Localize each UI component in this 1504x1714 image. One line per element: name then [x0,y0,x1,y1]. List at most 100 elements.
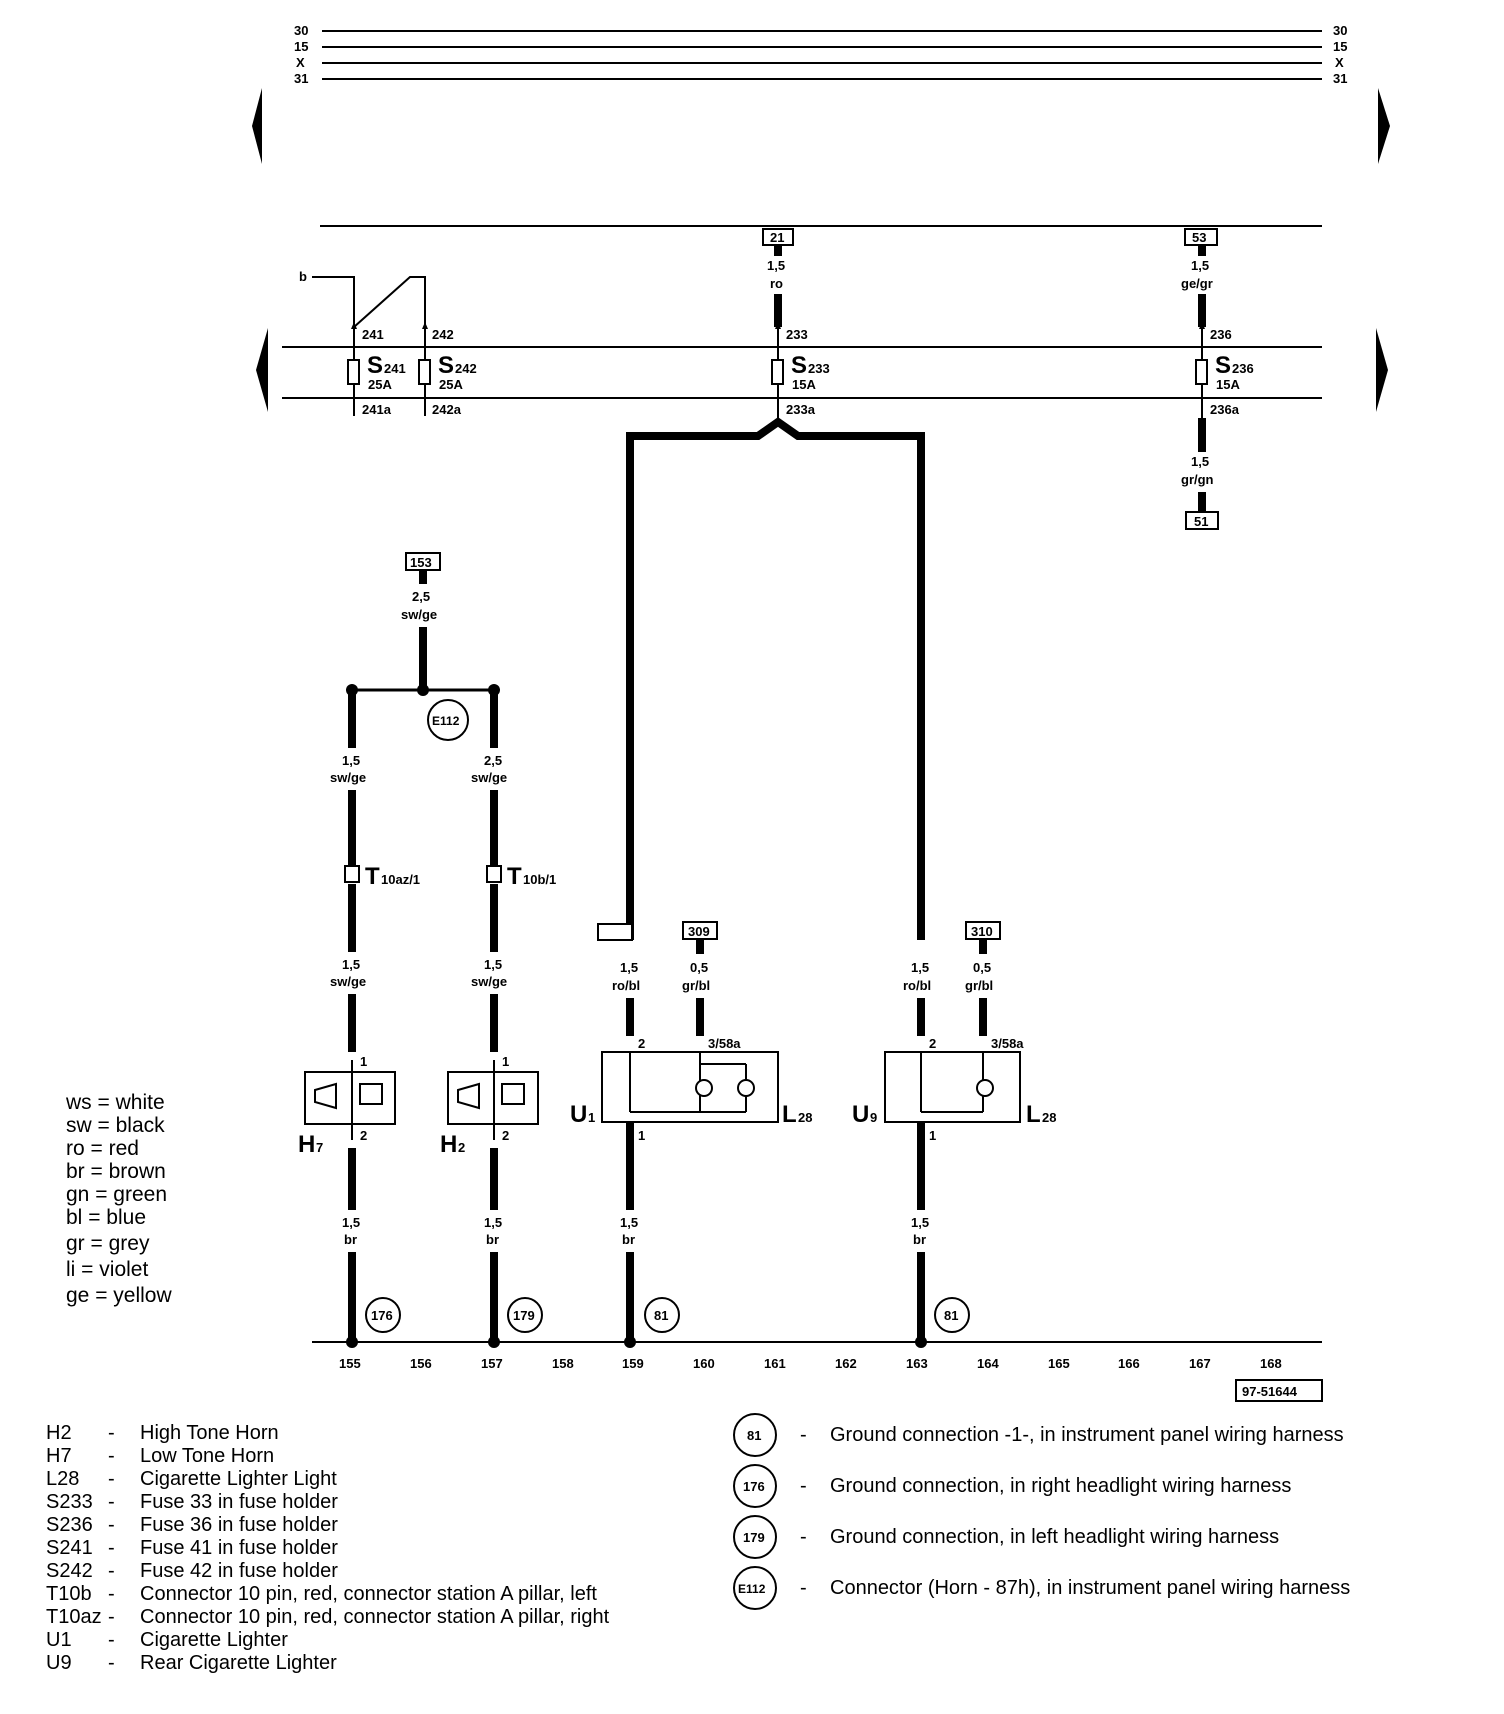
u9-pin-1: 1 [929,1128,936,1143]
page-left-arrow-2 [256,328,268,412]
connector-t10b-symbol [486,865,502,883]
wire-163a-color: ro/bl [903,978,931,993]
fuse-s242-rating: 25A [439,377,463,392]
legend-code-u1: U1 [46,1629,72,1651]
col-163: 163 [906,1356,928,1371]
color-code-sw: sw = black [66,1114,165,1137]
bus-label-31-right: 31 [1333,71,1347,86]
diagram-code: 97-51644 [1242,1384,1298,1399]
ref-53: 53 [1192,230,1206,245]
col-168: 168 [1260,1356,1282,1371]
h2-pin-1: 1 [502,1054,509,1069]
col-161: 161 [764,1356,786,1371]
svg-text:-: - [800,1424,807,1446]
legend-text-t10b: Connector 10 pin, red, connector station… [140,1583,597,1605]
wire-159c-color: br [622,1232,635,1247]
fuse-s233-rating: 15A [792,377,816,392]
col-156: 156 [410,1356,432,1371]
legend-text-s236: Fuse 36 in fuse holder [140,1514,338,1536]
legend-code-s241: S241 [46,1537,93,1559]
h2-letter: H [440,1131,457,1158]
h7-pin-1: 1 [360,1054,367,1069]
color-code-gn: gn = green [66,1183,167,1206]
wire-53-color: ge/gr [1181,276,1213,291]
legend-code-l28: L28 [46,1468,79,1490]
ground-legend-symbol-e112: E112 [738,1582,766,1596]
svg-text:-: - [800,1526,807,1548]
u9-sub: 9 [870,1110,877,1125]
power-bus: 30 15 X 31 30 15 X 31 [294,23,1347,86]
l28b-letter: L [1026,1101,1041,1128]
h7-pin-2: 2 [360,1128,367,1143]
l28a-letter: L [782,1101,797,1128]
wire-53-size: 1,5 [1191,258,1209,273]
connector-t10az-symbol [344,865,360,883]
bus-label-15-right: 15 [1333,39,1347,54]
color-code-ws: ws = white [65,1091,165,1114]
bus-label-31: 31 [294,71,308,86]
ref-153: 153 [410,555,432,570]
wire-157c-size: 1,5 [484,1215,502,1230]
fuse-s241-bottom: 241a [362,402,392,417]
col-158: 158 [552,1356,574,1371]
wire-155b-size: 1,5 [342,957,360,972]
ground-legend-symbol-176: 176 [743,1479,765,1494]
wire-160a-size: 0,5 [690,960,708,975]
color-code-li: li = violet [66,1258,148,1281]
supply-53: 53 1,5 ge/gr [1181,228,1218,327]
wire-155c-color: br [344,1232,357,1247]
col-160: 160 [693,1356,715,1371]
fuse-s242-num: 242 [455,361,477,376]
bus-label-30-right: 30 [1333,23,1347,38]
wire-157b-size: 1,5 [484,957,502,972]
col-159: 159 [622,1356,644,1371]
bus-label-30: 30 [294,23,308,38]
legend-text-u1: Cigarette Lighter [140,1629,288,1651]
u9-pin-58: 3/58a [991,1036,1024,1051]
color-code-br: br = brown [66,1160,166,1183]
fuse-s233-top: 233 [786,327,808,342]
fuse-s233-letter: S [791,352,807,379]
u1-pin-1: 1 [638,1128,645,1143]
legend-text-u9: Rear Cigarette Lighter [140,1652,337,1674]
page-left-arrow [252,88,262,164]
wire-155b-color: sw/ge [330,974,366,989]
wire-157a-color: sw/ge [471,770,507,785]
wire-163c-size: 1,5 [911,1215,929,1230]
connector-t10az-letter: T [365,863,380,890]
horn-supply: 153 2,5 sw/ge E112 [346,552,500,741]
u9-letter: U [852,1101,869,1128]
bus-label-15: 15 [294,39,308,54]
legend-code-s233: S233 [46,1491,93,1513]
wire-159a-color: ro/bl [612,978,640,993]
u1-pin-2: 2 [638,1036,645,1051]
fuse-s233-num: 233 [808,361,830,376]
svg-text:-: - [800,1577,807,1599]
wire-21-color: ro [770,276,783,291]
svg-text:-: - [108,1422,115,1444]
fuse-s236-rating: 15A [1216,377,1240,392]
svg-text:-: - [108,1445,115,1467]
wire-164a-color: gr/bl [965,978,993,993]
connector-t10b-sub: 10b/1 [523,872,556,887]
wire-155a-color: sw/ge [330,770,366,785]
ref-310: 310 [971,924,993,939]
fuse-s236-bottom: 236a [1210,402,1240,417]
fuse-s236-letter: S [1215,352,1231,379]
ground-81-symbol-a [644,1297,680,1333]
wire-157b-color: sw/ge [471,974,507,989]
legend-code-t10az: T10az [46,1606,102,1628]
svg-text:-: - [800,1475,807,1497]
svg-text:-: - [108,1629,115,1651]
ground-legend-symbol-179: 179 [743,1530,765,1545]
page-right-arrow [1378,88,1390,164]
fuse-s242-top: 242 [432,327,454,342]
branch-b: b [299,269,426,328]
wire-159c-size: 1,5 [620,1215,638,1230]
color-code-ro: ro = red [66,1137,139,1160]
wire-51-color: gr/gn [1181,472,1214,487]
l28a-sub: 28 [798,1110,812,1125]
supply-split-u1-u9 [626,417,925,940]
legend-text-s233: Fuse 33 in fuse holder [140,1491,338,1513]
